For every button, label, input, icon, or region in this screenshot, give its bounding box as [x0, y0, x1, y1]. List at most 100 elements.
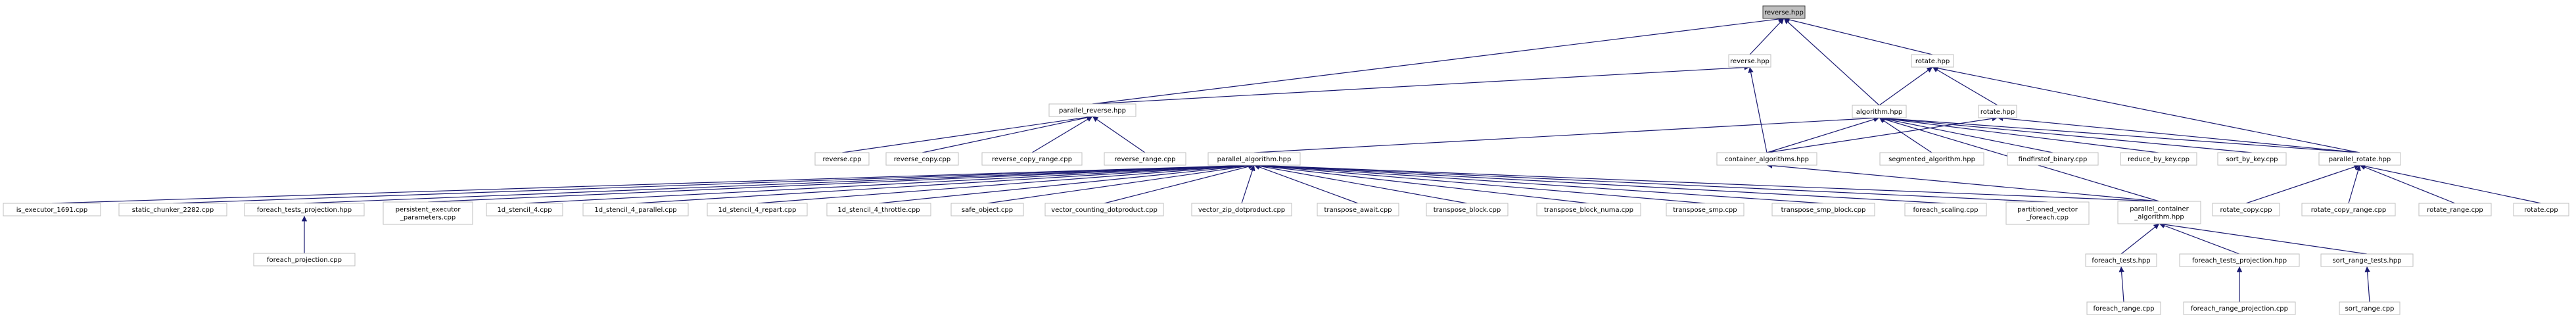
node-rotate-hpp2[interactable]: rotate.hpp: [1978, 105, 2017, 118]
node-label: _algorithm.hpp: [2134, 214, 2184, 221]
node-transpose-await-cpp[interactable]: transpose_await.cpp: [1317, 203, 1399, 216]
node-foreach-range-cpp[interactable]: foreach_range.cpp: [2086, 301, 2161, 315]
edge-1d-stencil-4-repart-cpp-to-parallel-algorithm-hpp: [757, 163, 1255, 204]
edge-rotate-hpp2-to-rotate-hpp: [1932, 66, 1998, 106]
node-1d-stencil-4-cpp[interactable]: 1d_stencil_4.cpp: [486, 203, 563, 216]
node-label: 1d_stencil_4_repart.cpp: [718, 207, 797, 214]
node-reverse-hpp[interactable]: reverse.hpp: [1762, 5, 1806, 19]
edge-foreach-tests-projection-hpp2-to-parallel-container-algorithm-hpp: [2159, 223, 2240, 255]
node-label: reverse_copy_range.cpp: [992, 156, 1072, 163]
node-foreach-scaling-cpp[interactable]: foreach_scaling.cpp: [1904, 203, 1987, 216]
node-sort-range-tests-hpp[interactable]: sort_range_tests.hpp: [2320, 253, 2414, 267]
node-transpose-smp-cpp[interactable]: transpose_smp.cpp: [1666, 203, 1745, 216]
node-label: sort_range.cpp: [2345, 305, 2395, 313]
node-box: [383, 201, 473, 225]
node-box: [1044, 203, 1164, 216]
node-label: segmented_algorithm.hpp: [1888, 156, 1975, 163]
node-container-algorithms-hpp[interactable]: container_algorithms.hpp: [1716, 152, 1817, 166]
node-1d-stencil-4-parallel-cpp[interactable]: 1d_stencil_4_parallel.cpp: [582, 203, 689, 216]
node-1d-stencil-4-throttle-cpp[interactable]: 1d_stencil_4_throttle.cpp: [826, 203, 931, 216]
node-label: rotate_copy.cpp: [2220, 207, 2272, 214]
node-rotate-hpp[interactable]: rotate.hpp: [1911, 54, 1954, 68]
node-box: [2120, 152, 2197, 166]
node-label: reverse.hpp: [1764, 9, 1804, 16]
node-box: [1536, 203, 1641, 216]
node-box: [2212, 203, 2280, 216]
node-sort-by-key-cpp[interactable]: sort_by_key.cpp: [2217, 152, 2287, 166]
node-parallel-algorithm-hpp[interactable]: parallel_algorithm.hpp: [1207, 152, 1301, 166]
node-foreach-tests-hpp[interactable]: foreach_tests.hpp: [2085, 253, 2157, 267]
node-rotate-copy-cpp[interactable]: rotate_copy.cpp: [2212, 203, 2280, 216]
node-label: reverse.hpp: [1730, 58, 1769, 65]
node-reverse-cpp[interactable]: reverse.cpp: [814, 152, 870, 166]
node-rotate-cpp[interactable]: rotate.cpp: [2513, 203, 2569, 216]
node-box: [2513, 203, 2569, 216]
node-1d-stencil-4-repart-cpp[interactable]: 1d_stencil_4_repart.cpp: [707, 203, 808, 216]
node-box: [244, 203, 365, 216]
node-parallel-reverse-hpp[interactable]: parallel_reverse.hpp: [1048, 103, 1136, 117]
node-label: static_chunker_2282.cpp: [132, 207, 214, 214]
edge-safe-object-cpp-to-parallel-algorithm-hpp: [987, 163, 1255, 204]
node-parallel-container-algorithm-hpp[interactable]: parallel_container_algorithm.hpp: [2117, 201, 2201, 224]
node-reverse-hpp2[interactable]: reverse.hpp: [1728, 54, 1771, 68]
node-box: [1852, 105, 1907, 118]
node-label: vector_zip_dotproduct.cpp: [1198, 207, 1285, 214]
node-rotate-range-cpp[interactable]: rotate_range.cpp: [2418, 203, 2492, 216]
node-box: [707, 203, 808, 216]
node-foreach-tests-projection-hpp[interactable]: foreach_tests_projection.hpp: [244, 203, 365, 216]
node-static-chunker-2282-cpp[interactable]: static_chunker_2282.cpp: [118, 203, 227, 216]
node-label: safe_object.cpp: [962, 207, 1013, 214]
edge-container-algorithms-hpp-to-reverse-hpp2: [1748, 66, 1768, 153]
edge-persistent-executor-parameters-cpp-to-parallel-algorithm-hpp: [427, 163, 1255, 203]
node-box: [1728, 54, 1771, 68]
node-box: [1317, 203, 1399, 216]
edge-parallel-algorithm-hpp-to-algorithm-hpp: [1253, 115, 1880, 153]
node-transpose-block-cpp[interactable]: transpose_block.cpp: [1426, 203, 1509, 216]
edge-parallel-reverse-hpp-to-reverse-hpp: [1092, 16, 1785, 105]
node-algorithm-hpp[interactable]: algorithm.hpp: [1852, 105, 1907, 118]
node-safe-object-cpp[interactable]: safe_object.cpp: [950, 203, 1024, 216]
node-transpose-smp-block-cpp[interactable]: transpose_smp_block.cpp: [1771, 203, 1875, 216]
node-box: [2117, 201, 2201, 224]
node-label: foreach_scaling.cpp: [1913, 207, 1978, 214]
node-is-executor-1691-cpp[interactable]: is_executor_1691.cpp: [3, 203, 101, 216]
node-findfirstof-binary-cpp[interactable]: findfirstof_binary.cpp: [2007, 152, 2099, 166]
edge-vector-counting-dotproduct-cpp-to-parallel-algorithm-hpp: [1104, 164, 1255, 204]
node-label: reverse_copy.cpp: [894, 156, 950, 163]
node-partitioned-vector-foreach-cpp[interactable]: partitioned_vector_foreach.cpp: [2005, 201, 2090, 225]
node-reverse-range-cpp[interactable]: reverse_range.cpp: [1104, 152, 1186, 166]
node-vector-counting-dotproduct-cpp[interactable]: vector_counting_dotproduct.cpp: [1044, 203, 1164, 216]
node-foreach-range-projection-cpp[interactable]: foreach_range_projection.cpp: [2183, 301, 2296, 315]
node-box: [2320, 253, 2414, 267]
node-segmented-algorithm-hpp[interactable]: segmented_algorithm.hpp: [1879, 152, 1984, 166]
node-label: rotate.hpp: [1915, 58, 1950, 65]
node-label: transpose_block.cpp: [1434, 207, 1501, 214]
edge-layer: [51, 16, 2542, 303]
node-parallel-rotate-hpp[interactable]: parallel_rotate.hpp: [2318, 152, 2401, 166]
node-box: [1666, 203, 1745, 216]
node-box: [2086, 301, 2161, 315]
node-label: reverse.cpp: [823, 156, 862, 163]
node-foreach-tests-projection-hpp2[interactable]: foreach_tests_projection.hpp: [2179, 253, 2300, 267]
node-vector-zip-dotproduct-cpp[interactable]: vector_zip_dotproduct.cpp: [1191, 203, 1292, 216]
node-label: 1d_stencil_4_throttle.cpp: [837, 207, 920, 214]
node-reverse-copy-range-cpp[interactable]: reverse_copy_range.cpp: [981, 152, 1083, 166]
node-reduce-by-key-cpp[interactable]: reduce_by_key.cpp: [2120, 152, 2197, 166]
node-label: parallel_rotate.hpp: [2329, 156, 2391, 163]
node-box: [1904, 203, 1987, 216]
node-persistent-executor-parameters-cpp[interactable]: persistent_executor_parameters.cpp: [383, 201, 473, 225]
node-transpose-block-numa-cpp[interactable]: transpose_block_numa.cpp: [1536, 203, 1641, 216]
node-label: transpose_block_numa.cpp: [1544, 207, 1633, 214]
node-rotate-copy-range-cpp[interactable]: rotate_copy_range.cpp: [2301, 203, 2396, 216]
node-box: [885, 152, 959, 166]
node-foreach-projection-cpp[interactable]: foreach_projection.cpp: [253, 253, 356, 266]
node-label: 1d_stencil_4.cpp: [497, 207, 551, 214]
edge-transpose-await-cpp-to-parallel-algorithm-hpp: [1253, 164, 1359, 204]
node-label: reverse_range.cpp: [1114, 156, 1175, 163]
node-sort-range-cpp[interactable]: sort_range.cpp: [2339, 301, 2400, 315]
edge-static-chunker-2282-cpp-to-parallel-algorithm-hpp: [172, 163, 1255, 204]
node-reverse-copy-cpp[interactable]: reverse_copy.cpp: [885, 152, 959, 166]
node-label: _foreach.cpp: [2026, 215, 2069, 222]
edge-parallel-rotate-hpp-to-rotate-hpp2: [1997, 115, 2360, 153]
node-label: 1d_stencil_4_parallel.cpp: [594, 207, 676, 214]
